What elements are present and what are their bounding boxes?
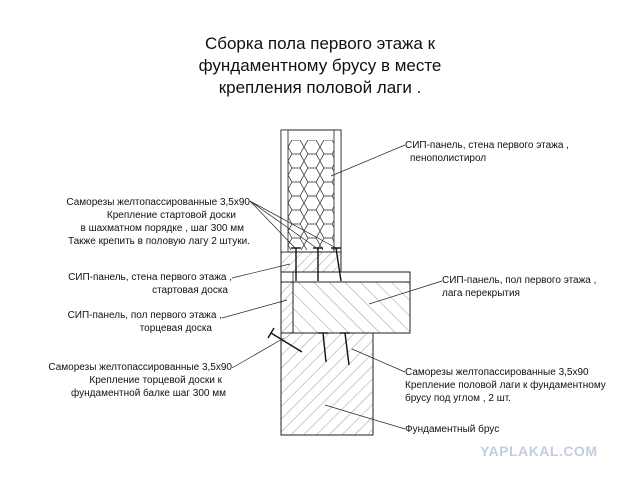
label-line: СИП-панель, стена первого этажа , xyxy=(405,140,569,151)
label-line: торцевая доска xyxy=(139,323,212,334)
label-foundation-beam: Фундаментный брус xyxy=(405,424,500,435)
diagram-title-line-2: фундаментному брусу в месте xyxy=(198,56,442,75)
label-line: Крепление торцевой доски к xyxy=(89,375,222,386)
diagram-title-line-3: крепления половой лаги . xyxy=(218,78,422,97)
label-line: Крепление стартовой доски xyxy=(106,210,236,221)
screws-start-board xyxy=(291,247,342,282)
label-screws-right: Саморезы желтопассированные 3,5х90 Крепл… xyxy=(405,366,606,405)
leader-lines xyxy=(221,144,443,430)
label-line: Саморезы желтопассированные 3,5х90 xyxy=(405,367,589,378)
label-line: брусу под углом , 2 шт. xyxy=(405,393,511,404)
floor-sip-panel xyxy=(292,281,411,334)
label-line: СИП-панель, пол первого этажа , xyxy=(67,310,222,321)
label-line: в шахматном порядке , шаг 300 мм xyxy=(80,223,245,234)
label-line: фундаментной балке шаг 300 мм xyxy=(71,388,226,399)
label-line: пенополистирол xyxy=(410,153,487,164)
screw-end-board xyxy=(267,327,303,353)
floor-top-sheathing xyxy=(280,271,411,283)
start-board xyxy=(280,251,342,273)
watermark: YAPLAKAL.COM xyxy=(480,443,598,459)
wall-osb-left xyxy=(280,129,289,253)
label-line: лага перекрытия xyxy=(442,288,520,299)
label-floor-end-board: СИП-панель, пол первого этажа , торцевая… xyxy=(40,309,222,335)
label-wall-sip-top: СИП-панель, стена первого этажа , пенопо… xyxy=(405,139,569,165)
label-line: Также крепить в половую лагу 2 штуки. xyxy=(67,236,250,247)
label-screws-bottom: Саморезы желтопассированные 3,5х90 Крепл… xyxy=(14,361,232,400)
foundation-beam xyxy=(280,332,374,436)
label-line: Саморезы желтопассированные 3,5х90 xyxy=(48,362,232,373)
diagram-title-line-1: Сборка пола первого этажа к xyxy=(204,34,436,53)
label-line: Крепление половой лаги к фундаментному xyxy=(405,380,606,391)
label-wall-start-board: СИП-панель, стена первого этажа , старто… xyxy=(40,271,232,297)
screws-joist xyxy=(318,332,350,366)
polystyrene-core xyxy=(288,140,334,250)
label-line: Саморезы желтопассированные 3,5х90 xyxy=(66,197,250,208)
label-line: СИП-панель, пол первого этажа , xyxy=(442,275,597,286)
label-screws-top: Саморезы желтопассированные 3,5х90 Крепл… xyxy=(24,196,250,248)
wall-osb-right xyxy=(333,129,342,253)
end-board xyxy=(280,281,294,334)
label-line: стартовая доска xyxy=(152,285,228,296)
label-line: СИП-панель, стена первого этажа , xyxy=(68,272,232,283)
label-floor-joist: СИП-панель, пол первого этажа , лага пер… xyxy=(442,274,596,300)
